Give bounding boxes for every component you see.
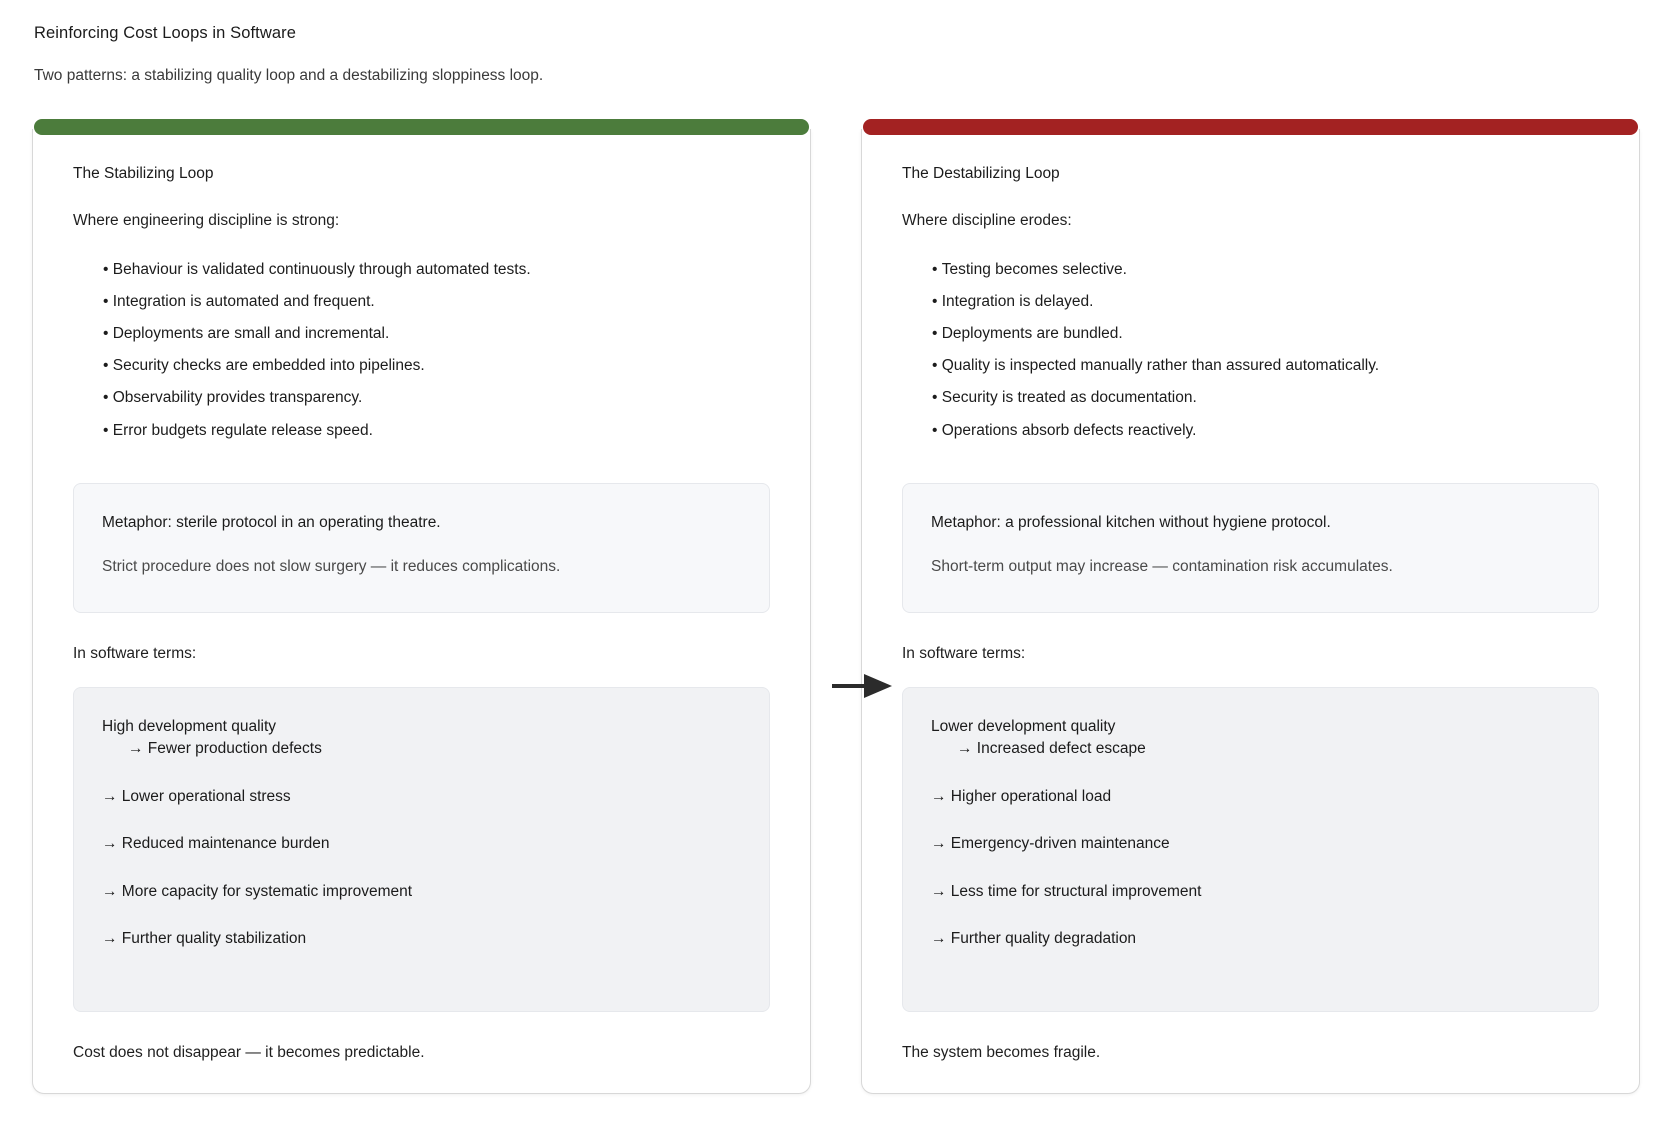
card-footer-stabilizing: Cost does not disappear — it becomes pre…	[73, 1043, 425, 1061]
metaphor-title: Metaphor: a professional kitchen without…	[931, 513, 1331, 531]
list-item: Testing becomes selective.	[932, 254, 1492, 286]
card-body-stabilizing: The Stabilizing Loop Where engineering d…	[32, 127, 811, 1095]
chain-step: → Further quality stabilization	[102, 930, 307, 948]
metaphor-box-destabilizing: Metaphor: a professional kitchen without…	[902, 482, 1599, 613]
card-body-destabilizing: The Destabilizing Loop Where discipline …	[861, 127, 1640, 1095]
card-destabilizing: The Destabilizing Loop Where discipline …	[861, 118, 1640, 1095]
bullet-list-stabilizing: Behaviour is validated continuously thro…	[73, 254, 770, 446]
chain-first-block: High development quality → Fewer product…	[102, 716, 741, 761]
list-item: Security checks are embedded into pipeli…	[103, 350, 663, 382]
software-terms-label-stabilizing: In software terms:	[73, 645, 197, 662]
list-item: Deployments are bundled.	[932, 318, 1492, 350]
chain-step: → Reduced maintenance burden	[102, 835, 330, 853]
bullet-list-destabilizing: Testing becomes selective. Integration i…	[902, 254, 1599, 446]
chain-step: → Lower operational stress	[102, 787, 291, 805]
chain-step: → Less time for structural improvement	[931, 882, 1202, 900]
list-item: Quality is inspected manually rather tha…	[932, 350, 1492, 382]
list-item: Behaviour is validated continuously thro…	[103, 254, 663, 286]
list-item: Integration is delayed.	[932, 286, 1492, 318]
list-item: Integration is automated and frequent.	[103, 286, 663, 318]
chain-step: → Emergency-driven maintenance	[931, 835, 1170, 853]
card-heading-destabilizing: The Destabilizing Loop	[902, 164, 1060, 182]
page-subtitle: Two patterns: a stabilizing quality loop…	[34, 67, 544, 85]
page-title: Reinforcing Cost Loops in Software	[34, 24, 297, 42]
chain-step: → Higher operational load	[931, 787, 1112, 805]
chain-step: → More capacity for systematic improveme…	[102, 882, 413, 900]
list-item: Deployments are small and incremental.	[103, 318, 663, 350]
software-terms-label-destabilizing: In software terms:	[902, 645, 1026, 662]
card-lead-stabilizing: Where engineering discipline is strong:	[73, 212, 340, 230]
metaphor-subtitle: Short-term output may increase — contami…	[931, 558, 1393, 576]
chain-first-arrow: → Increased defect escape	[957, 740, 1146, 758]
list-item: Observability provides transparency.	[103, 382, 663, 414]
comparison-cards: The Stabilizing Loop Where engineering d…	[32, 118, 1640, 1095]
metaphor-title: Metaphor: sterile protocol in an operati…	[102, 513, 441, 531]
metaphor-box-stabilizing: Metaphor: sterile protocol in an operati…	[73, 482, 770, 613]
card-accent-bar-destabilizing	[863, 118, 1638, 135]
causal-chain-box-stabilizing: High development quality → Fewer product…	[73, 686, 770, 1012]
list-item: Error budgets regulate release speed.	[103, 415, 663, 447]
card-heading-stabilizing: The Stabilizing Loop	[73, 164, 214, 182]
chain-step: → Further quality degradation	[931, 930, 1137, 948]
chain-first-arrow: → Fewer production defects	[128, 740, 322, 758]
causal-chain-box-destabilizing: Lower development quality → Increased de…	[902, 686, 1599, 1012]
list-item: Security is treated as documentation.	[932, 382, 1492, 414]
arrow-right-icon	[832, 673, 892, 698]
card-lead-destabilizing: Where discipline erodes:	[902, 212, 1072, 230]
chain-first-line: Lower development quality	[931, 717, 1116, 735]
chain-first-line: High development quality	[102, 717, 277, 735]
card-accent-bar-stabilizing	[34, 118, 809, 135]
card-stabilizing: The Stabilizing Loop Where engineering d…	[32, 118, 811, 1095]
card-footer-destabilizing: The system becomes fragile.	[902, 1043, 1101, 1061]
metaphor-subtitle: Strict procedure does not slow surgery —…	[102, 558, 561, 576]
chain-first-block: Lower development quality → Increased de…	[931, 716, 1570, 761]
list-item: Operations absorb defects reactively.	[932, 415, 1492, 447]
